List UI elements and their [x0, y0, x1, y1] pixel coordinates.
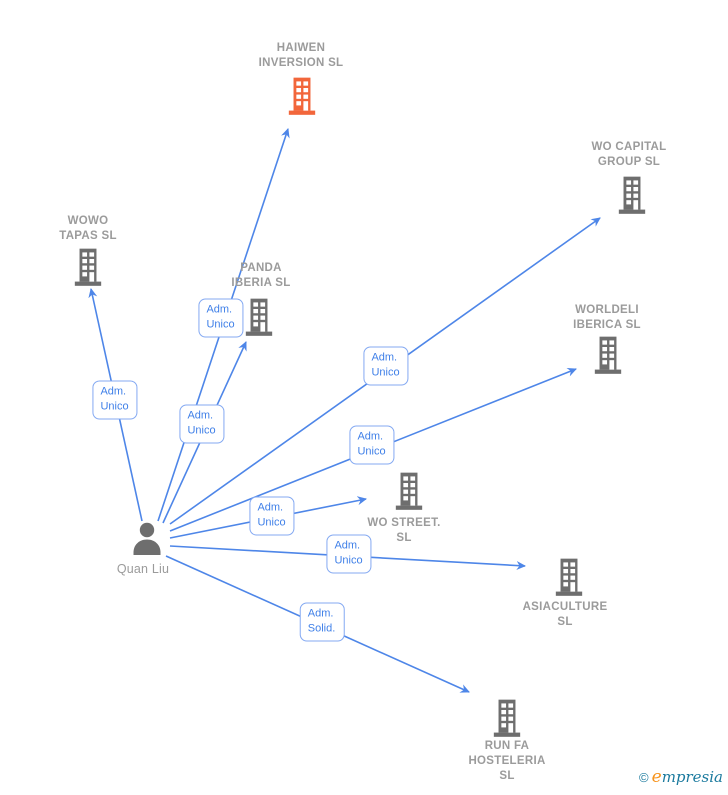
edge-label-worldeli-iberica-sl: Adm.Unico: [349, 425, 395, 465]
company-node-asiaculture-sl[interactable]: [553, 558, 585, 597]
person-icon: [133, 522, 161, 555]
company-node-run-fa-hosteleria-sl[interactable]: [491, 699, 523, 738]
company-label-wo-street-sl: WO STREET.SL: [367, 517, 441, 544]
copyright-symbol: ©: [639, 770, 649, 785]
brand-name: empresia: [651, 767, 723, 787]
person-node-quan-liu[interactable]: [129, 521, 165, 561]
company-node-panda-iberia-sl[interactable]: [243, 298, 275, 337]
brand-first-letter: e: [651, 767, 662, 787]
empresia-watermark[interactable]: ©empresia: [639, 767, 723, 787]
building-icon: [74, 248, 102, 286]
building-icon: [245, 298, 273, 336]
building-icon: [618, 176, 646, 214]
edge-label-panda-iberia-sl: Adm.Unico: [179, 404, 225, 444]
company-node-worldeli-iberica-sl[interactable]: [592, 336, 624, 375]
company-node-wowo-tapas-sl[interactable]: [72, 248, 104, 287]
edge-label-wo-street-sl: Adm.Unico: [249, 496, 295, 536]
building-icon: [395, 472, 423, 510]
person-label-quan-liu: Quan Liu: [116, 562, 170, 576]
edge-label-asiaculture-sl: Adm.Unico: [326, 534, 372, 574]
edge-label-wowo-tapas-sl: Adm.Unico: [92, 380, 138, 420]
company-node-wo-street-sl[interactable]: [393, 472, 425, 511]
edge-label-run-fa-hosteleria-sl: Adm.Solid.: [299, 602, 345, 642]
building-icon: [288, 77, 316, 115]
building-icon: [555, 558, 583, 596]
building-icon: [594, 336, 622, 374]
company-node-wo-capital-group-sl[interactable]: [616, 176, 648, 215]
building-icon: [493, 699, 521, 737]
edge-label-haiwen-inversion-sl: Adm.Unico: [198, 298, 244, 338]
company-node-haiwen-inversion-sl[interactable]: [286, 77, 318, 116]
edge-label-wo-capital-group-sl: Adm.Unico: [363, 346, 409, 386]
brand-rest: mpresia: [661, 768, 723, 786]
